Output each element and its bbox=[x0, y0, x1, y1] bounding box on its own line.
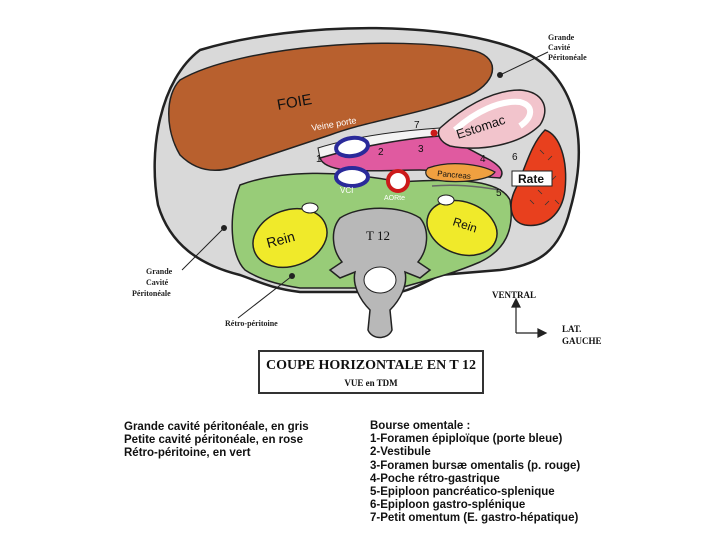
leader-lines bbox=[181, 51, 549, 319]
color-legend: Grande cavité péritonéale, en gris Petit… bbox=[124, 421, 309, 460]
label-retro-peritoine: Rétro-péritoine bbox=[225, 319, 278, 328]
label-grande-cavite-left-3: Péritonéale bbox=[132, 289, 171, 298]
caption-subtitle: VUE en TDM bbox=[344, 378, 398, 388]
vena-cava bbox=[334, 166, 370, 188]
label-number-3: 3 bbox=[418, 144, 424, 155]
bourse-item-3: 3-Foramen bursæ omentalis (p. rouge) bbox=[370, 459, 581, 472]
pancreatic-duct bbox=[431, 184, 501, 191]
label-aorte: AORte bbox=[384, 195, 405, 202]
bourse-omentale-legend: Bourse omentale : 1-Foramen épiploïque (… bbox=[370, 420, 580, 526]
portal-vein bbox=[334, 135, 370, 159]
legend-pink: Petite cavité péritonéale, en rose bbox=[124, 434, 303, 446]
bourse-item-2: 2-Vestibule bbox=[370, 446, 431, 459]
label-vci: VCI bbox=[340, 186, 353, 195]
right-kidney bbox=[426, 199, 498, 257]
rate-label-box bbox=[511, 170, 553, 187]
label-grande-cavite-left-1: Grande bbox=[146, 267, 173, 276]
liver bbox=[168, 42, 494, 171]
label-ventral: VENTRAL bbox=[492, 290, 536, 300]
label-number-4: 4 bbox=[480, 154, 486, 165]
legend-green: Rétro-péritoine, en vert bbox=[124, 447, 251, 459]
label-grande-cavite-top-1: Grande bbox=[548, 33, 575, 42]
stomach-inner bbox=[452, 98, 534, 133]
bourse-item-5: 5-Epiploon pancréatico-splenique bbox=[370, 486, 555, 499]
left-kidney bbox=[252, 207, 328, 269]
label-foie: FOIE bbox=[276, 91, 313, 114]
caption-title: COUPE HORIZONTALE EN T 12 bbox=[265, 358, 477, 373]
label-grande-cavite-left-2: Cavité bbox=[146, 278, 169, 287]
pointer-dot bbox=[221, 225, 227, 231]
pancreas bbox=[425, 163, 496, 183]
label-rate: Rate bbox=[518, 172, 544, 186]
pointer-dot bbox=[289, 273, 295, 279]
aorta bbox=[386, 169, 410, 193]
bourse-item-6: 6-Epiploon gastro-splénique bbox=[370, 499, 526, 512]
label-number-5: 5 bbox=[496, 188, 502, 199]
label-number-6: 6 bbox=[512, 152, 518, 163]
orientation-arrows bbox=[511, 297, 548, 338]
bourse-item-1: 1-Foramen épiploïque (porte bleue) bbox=[370, 433, 563, 446]
legend-gray: Grande cavité péritonéale, en gris bbox=[124, 421, 309, 433]
spinal-canal bbox=[363, 266, 397, 294]
right-adrenal bbox=[437, 194, 455, 206]
label-vertebra: T 12 bbox=[366, 228, 390, 243]
caption-box: COUPE HORIZONTALE EN T 12 VUE en TDM bbox=[258, 350, 484, 394]
label-rein-left: Rein bbox=[265, 228, 297, 251]
label-number-1: 1 bbox=[316, 154, 322, 165]
label-pancreas: Pancreas bbox=[437, 169, 471, 181]
bourse-title: Bourse omentale : bbox=[370, 420, 471, 432]
label-grande-cavite-top-2: Cavité bbox=[548, 43, 571, 52]
label-number-2: 2 bbox=[378, 147, 384, 158]
bourse-item-4: 4-Poche rétro-gastrique bbox=[370, 472, 500, 485]
pointer-dot bbox=[497, 72, 503, 78]
bourse-item-7: 7-Petit omentum (E. gastro-hépatique) bbox=[370, 512, 579, 525]
foramen-red-dot bbox=[430, 129, 438, 137]
label-lat: LAT. bbox=[562, 324, 581, 334]
label-grande-cavite-top-3: Péritonéale bbox=[548, 53, 587, 62]
label-number-7: 7 bbox=[414, 120, 420, 131]
label-gauche: GAUCHE bbox=[562, 336, 602, 346]
left-adrenal bbox=[301, 202, 319, 214]
